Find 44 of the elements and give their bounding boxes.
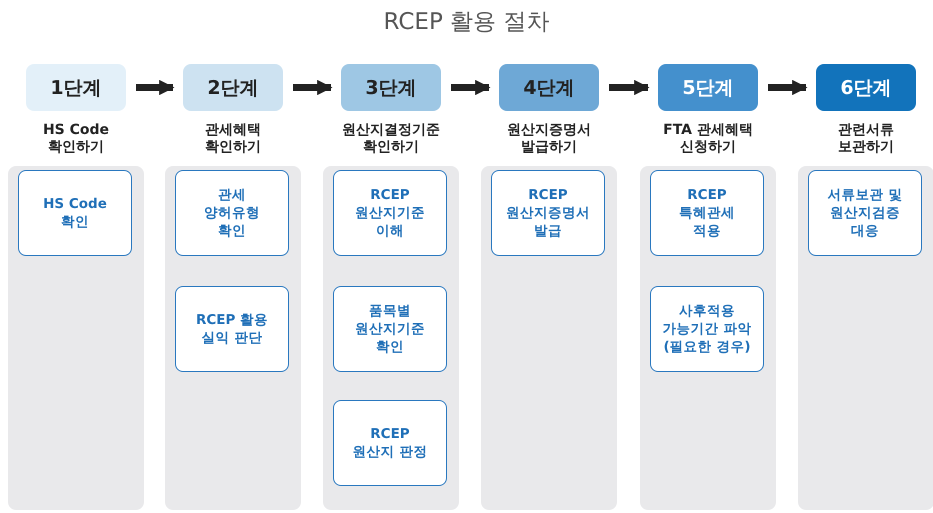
task-box [650,286,764,372]
task-text: HS Code 확인 [42,195,108,231]
column-panel [8,166,144,510]
task-box [650,170,764,256]
task-box [333,170,447,256]
task-text: 관세 양허유형 확인 [203,186,261,240]
task-text: 사후적용 가능기간 파악 (필요한 경우) [662,302,752,356]
arrow [293,80,333,96]
column-panel [323,166,459,510]
task-box [175,286,289,372]
arrow [609,80,650,96]
column-panel [165,166,301,510]
step-box: 6단계 [816,64,916,111]
step-caption: HS Code 확인하기 [42,122,110,156]
task-text: RCEP 원산지기준 이해 [354,186,426,240]
diagram-title: RCEP 활용 절차 [382,8,550,37]
step-caption: 원산지결정기준 확인하기 [341,122,441,156]
step-caption: FTA 관세혜택 신청하기 [662,122,754,156]
column-panel [640,166,776,510]
task-text: 품목별 원산지기준 확인 [354,302,426,356]
task-box [175,170,289,256]
task-text: RCEP 원산지증명서 발급 [505,186,591,240]
task-box [333,400,447,486]
arrow [136,80,175,96]
task-box [18,170,132,256]
task-text: RCEP 특혜관세 적용 [678,186,736,240]
step-box: 5단계 [658,64,758,111]
arrow [768,80,808,96]
step-box: 4단계 [499,64,599,111]
step-caption: 관련서류 보관하기 [837,122,895,156]
arrow [451,80,491,96]
column-panel [481,166,617,510]
task-box [491,170,605,256]
step-caption: 관세혜택 확인하기 [204,122,262,156]
step-box: 1단계 [26,64,126,111]
step-box: 2단계 [183,64,283,111]
task-text: RCEP 활용 실익 판단 [194,311,270,347]
step-box: 3단계 [341,64,441,111]
task-box [333,286,447,372]
step-caption: 원산지증명서 발급하기 [506,122,592,156]
task-text: RCEP 원산지 판정 [352,425,428,461]
column-panel [798,166,933,510]
task-text: 서류보관 및 원산지검증 대응 [826,186,904,240]
task-box [808,170,922,256]
